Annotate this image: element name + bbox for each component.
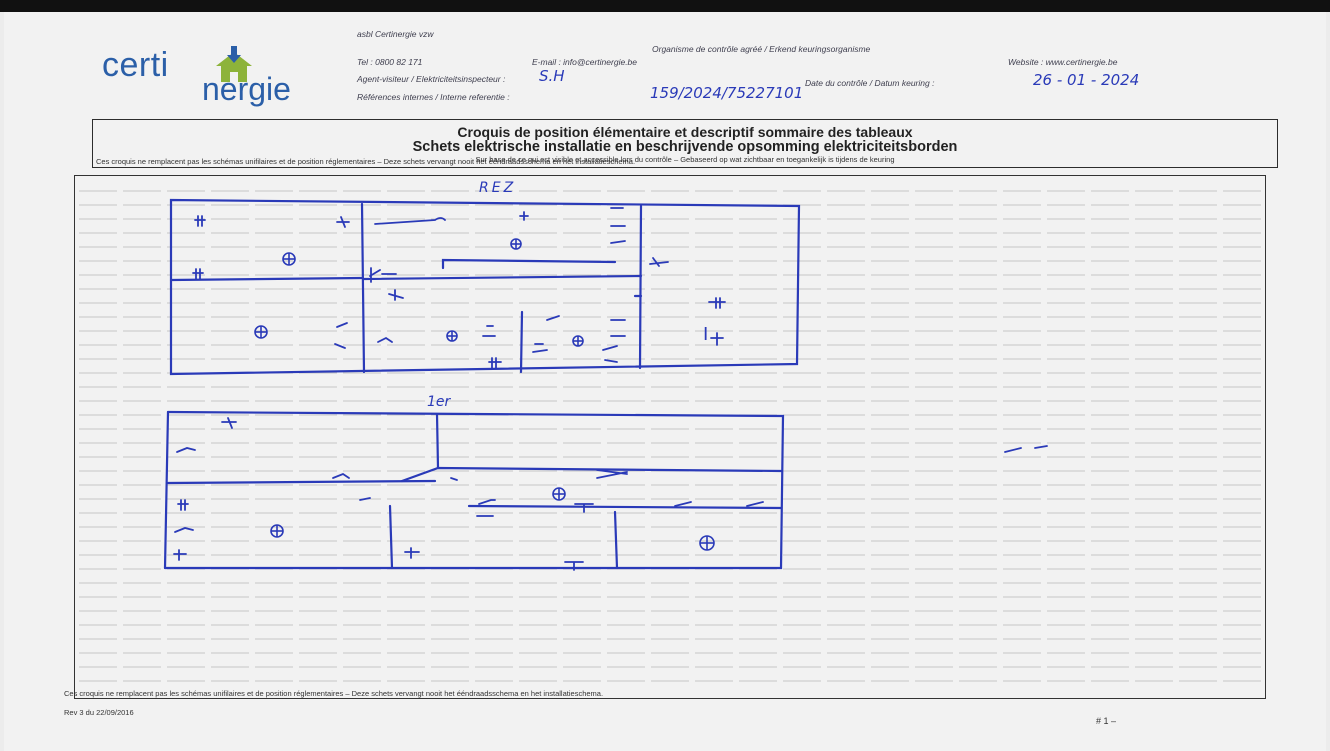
org-name: asbl Certinergie vzw xyxy=(357,29,434,39)
house-icon xyxy=(216,46,252,82)
revision: Rev 3 du 22/09/2016 xyxy=(64,708,134,717)
ruled-lines xyxy=(79,190,1261,682)
agent-value: S.H xyxy=(539,67,565,85)
title-fr: Croquis de position élémentaire et descr… xyxy=(457,124,913,140)
light-point-symbols xyxy=(254,238,715,551)
document-page: certi nergie asbl Certinergie vzw Organi… xyxy=(4,12,1326,751)
ref-label: Références internes / Interne referentie… xyxy=(357,92,510,102)
page-number: # 1 – xyxy=(1096,716,1117,726)
socket-switch-marks xyxy=(173,207,1048,571)
title-nl: Schets elektrische installatie en beschr… xyxy=(412,139,958,155)
top-dark-edge xyxy=(0,0,1330,12)
certinergie-logo: certi nergie xyxy=(102,40,372,107)
ref-value: 159/2024/75227101 xyxy=(650,84,804,102)
ground-floor-plan xyxy=(169,198,801,376)
org-type: Organisme de contrôle agréé / Erkend keu… xyxy=(652,44,871,54)
floor-label-ground: REZ xyxy=(479,180,516,196)
tableau-label: I xyxy=(703,324,708,345)
sketch-sheet: I REZ 1er xyxy=(74,175,1266,699)
date-label: Date du contrôle / Datum keuring : xyxy=(805,78,935,88)
date-value: 26 - 01 - 2024 xyxy=(1033,71,1140,89)
note-bottom: Ces croquis ne remplacent pas les schéma… xyxy=(64,689,604,698)
logo-text-nergie: nergie xyxy=(202,71,291,107)
sketch-drawing: I REZ 1er xyxy=(79,180,1261,682)
phone: Tel : 0800 82 171 xyxy=(357,57,423,67)
email: E-mail : info@certinergie.be xyxy=(532,57,638,67)
logo-text-certi: certi xyxy=(102,46,169,84)
website: Website : www.certinergie.be xyxy=(1008,57,1118,67)
agent-label: Agent-visiteur / Elektriciteitsinspecteu… xyxy=(357,74,506,84)
title-box: Croquis de position élémentaire et descr… xyxy=(92,119,1278,168)
floor-label-first: 1er xyxy=(427,394,452,410)
title-subtitle: Sur base de ce qui est visible et access… xyxy=(475,155,895,164)
first-floor-plan xyxy=(163,410,785,570)
note-top: Ces croquis ne remplacent pas les schéma… xyxy=(96,157,636,166)
